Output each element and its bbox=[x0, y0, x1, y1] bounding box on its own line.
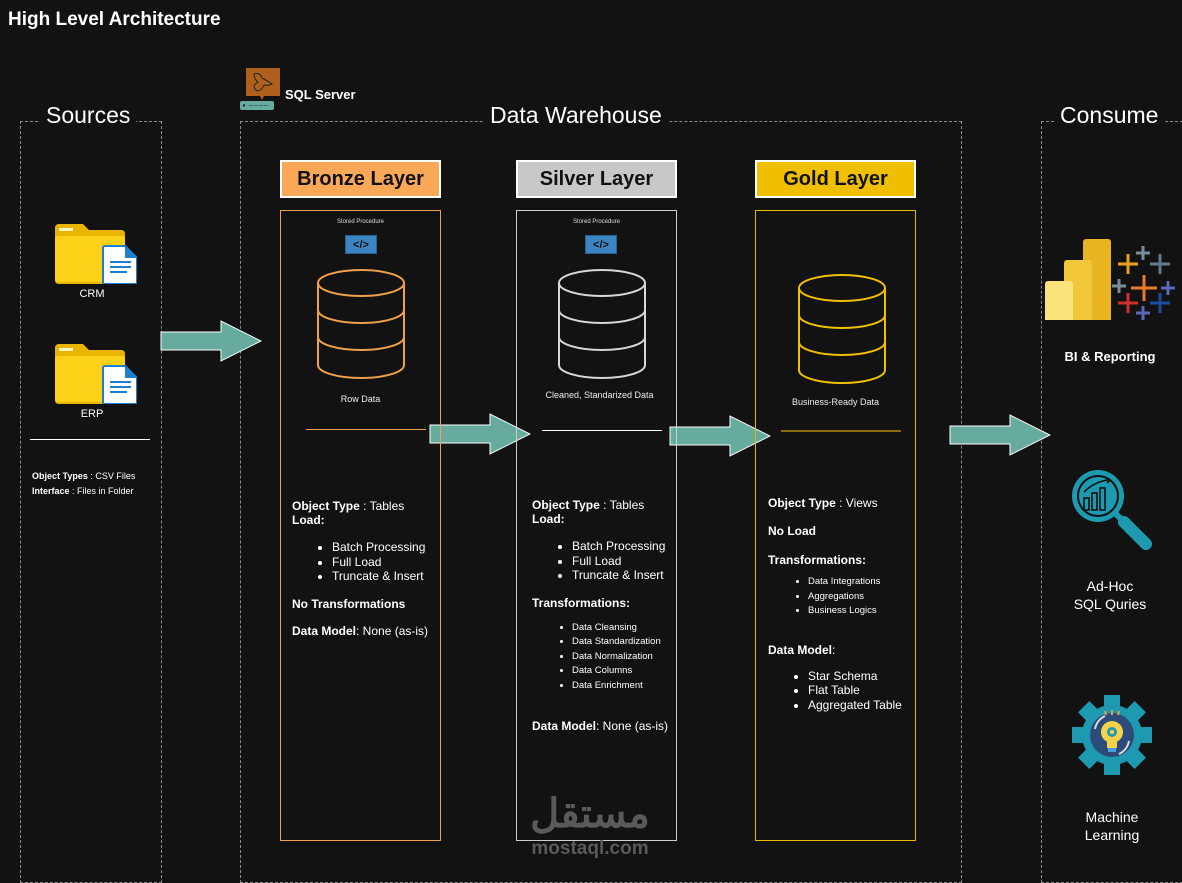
arrow-silver-to-gold bbox=[669, 415, 771, 457]
bronze-load-item: Full Load bbox=[332, 555, 440, 570]
silver-transformation-item: Data Normalization bbox=[572, 650, 680, 665]
arrow-sources-to-bronze bbox=[160, 320, 262, 362]
sql-server-label: SQL Server bbox=[285, 87, 356, 102]
interface-label: Interface bbox=[32, 486, 70, 496]
silver-stored-procedure-label: Stored Procedure bbox=[572, 219, 621, 225]
arrow-bronze-to-silver bbox=[429, 413, 531, 455]
sources-title: Sources bbox=[40, 102, 137, 128]
erp-folder-icon bbox=[55, 344, 138, 409]
sources-info: Object Types : CSV Files Interface : Fil… bbox=[32, 469, 135, 499]
silver-layer-header: Silver Layer bbox=[516, 160, 677, 198]
bronze-load-item: Truncate & Insert bbox=[332, 569, 440, 584]
bronze-load-label: Load: bbox=[292, 513, 325, 527]
source-erp-label: ERP bbox=[80, 408, 104, 420]
bronze-load-item: Batch Processing bbox=[332, 540, 440, 555]
consume-ml-line1: Machine bbox=[1085, 809, 1139, 825]
silver-transformation-item: Data Enrichment bbox=[572, 679, 680, 694]
object-types-label: Object Types bbox=[32, 471, 88, 481]
silver-load-item: Full Load bbox=[572, 554, 680, 569]
silver-database-icon bbox=[558, 269, 646, 379]
bronze-object-type-value: : Tables bbox=[359, 499, 405, 513]
consume-bi-label: BI & Reporting bbox=[1064, 349, 1156, 364]
silver-info: Object Type : Tables Load: Batch Process… bbox=[532, 498, 680, 733]
bronze-data-model-label: Data Model bbox=[292, 623, 357, 638]
bronze-layer-header: Bronze Layer bbox=[280, 160, 441, 198]
bronze-code-icon: </> bbox=[345, 235, 377, 254]
gear-lightbulb-icon bbox=[1072, 695, 1152, 775]
consume-ml-label: Machine Learning bbox=[1052, 808, 1172, 844]
silver-code-icon: </> bbox=[585, 235, 617, 254]
consume-ml-line2: Learning bbox=[1084, 827, 1140, 843]
bronze-info: Object Type : Tables Load: Batch Process… bbox=[292, 499, 440, 638]
gold-info: Object Type : Views No Load Transformati… bbox=[768, 496, 916, 712]
silver-transformations-label: Transformations: bbox=[532, 595, 631, 610]
interface-value: : Files in Folder bbox=[69, 486, 134, 496]
silver-db-label: Cleaned, Standarized Data bbox=[545, 390, 654, 400]
consume-adhoc-line1: Ad-Hoc bbox=[1086, 578, 1134, 594]
crm-folder-icon bbox=[55, 224, 138, 289]
bronze-transformations: No Transformations bbox=[292, 596, 406, 611]
gold-data-model-value: : bbox=[832, 642, 836, 657]
silver-load-item: Batch Processing bbox=[572, 539, 680, 554]
gold-data-model-label: Data Model bbox=[768, 642, 833, 657]
gold-transformations-label: Transformations: bbox=[768, 553, 867, 567]
silver-transformation-item: Data Cleansing bbox=[572, 621, 680, 636]
silver-object-type-label: Object Type bbox=[532, 498, 600, 512]
object-types-value: : CSV Files bbox=[87, 471, 136, 481]
gold-database-icon bbox=[798, 274, 886, 384]
gold-object-type-value: : Views bbox=[835, 496, 878, 510]
silver-transformation-item: Data Columns bbox=[572, 664, 680, 679]
bronze-db-label: Row Data bbox=[340, 394, 381, 404]
gold-data-model-item: Aggregated Table bbox=[808, 698, 916, 713]
gold-transformation-item: Data Integrations bbox=[808, 575, 916, 590]
consume-adhoc-line2: SQL Quries bbox=[1073, 596, 1147, 612]
silver-transformation-item: Data Standardization bbox=[572, 635, 680, 650]
sql-server-icon bbox=[240, 68, 280, 111]
bronze-stored-procedure-label: Stored Procedure bbox=[336, 219, 385, 225]
gold-db-label: Business-Ready Data bbox=[791, 397, 880, 407]
gold-layer-header: Gold Layer bbox=[755, 160, 916, 198]
magnifier-chart-icon bbox=[1072, 470, 1152, 550]
power-bi-tableau-icon bbox=[1045, 239, 1175, 320]
bronze-data-model-value: : None (as-is) bbox=[356, 623, 429, 638]
data-warehouse-title: Data Warehouse bbox=[484, 102, 668, 128]
gold-transformation-item: Aggregations bbox=[808, 590, 916, 605]
bronze-object-type-label: Object Type bbox=[292, 499, 360, 513]
gold-data-model-item: Flat Table bbox=[808, 683, 916, 698]
silver-load-item: Truncate & Insert bbox=[572, 568, 680, 583]
watermark-latin: mostaql.com bbox=[531, 838, 649, 859]
sources-divider bbox=[30, 439, 150, 440]
silver-data-model-value: : None (as-is) bbox=[596, 719, 669, 733]
gold-layer-box: Business-Ready Data Object Type : Views … bbox=[755, 210, 916, 841]
gold-load: No Load bbox=[768, 524, 816, 538]
arrow-gold-to-consume bbox=[949, 414, 1051, 456]
gold-data-model-item: Star Schema bbox=[808, 669, 916, 684]
silver-layer-box: Stored Procedure </> Cleaned, Standarize… bbox=[516, 210, 677, 841]
silver-load-label: Load: bbox=[532, 512, 565, 526]
bronze-layer-box: Stored Procedure </> Row Data Object Typ… bbox=[280, 210, 441, 841]
source-crm-label: CRM bbox=[79, 288, 105, 300]
silver-object-type-value: : Tables bbox=[599, 498, 645, 512]
consume-adhoc-label: Ad-Hoc SQL Quries bbox=[1050, 577, 1170, 613]
silver-data-model-label: Data Model bbox=[532, 719, 597, 733]
gold-divider bbox=[781, 430, 901, 432]
page-title: High Level Architecture bbox=[8, 9, 221, 30]
gold-transformation-item: Business Logics bbox=[808, 604, 916, 619]
silver-divider bbox=[542, 430, 662, 431]
bronze-divider bbox=[306, 429, 426, 430]
consume-title: Consume bbox=[1054, 102, 1165, 128]
watermark-arabic: مستقل bbox=[530, 792, 650, 836]
gold-object-type-label: Object Type bbox=[768, 496, 836, 510]
bronze-database-icon bbox=[317, 269, 405, 379]
